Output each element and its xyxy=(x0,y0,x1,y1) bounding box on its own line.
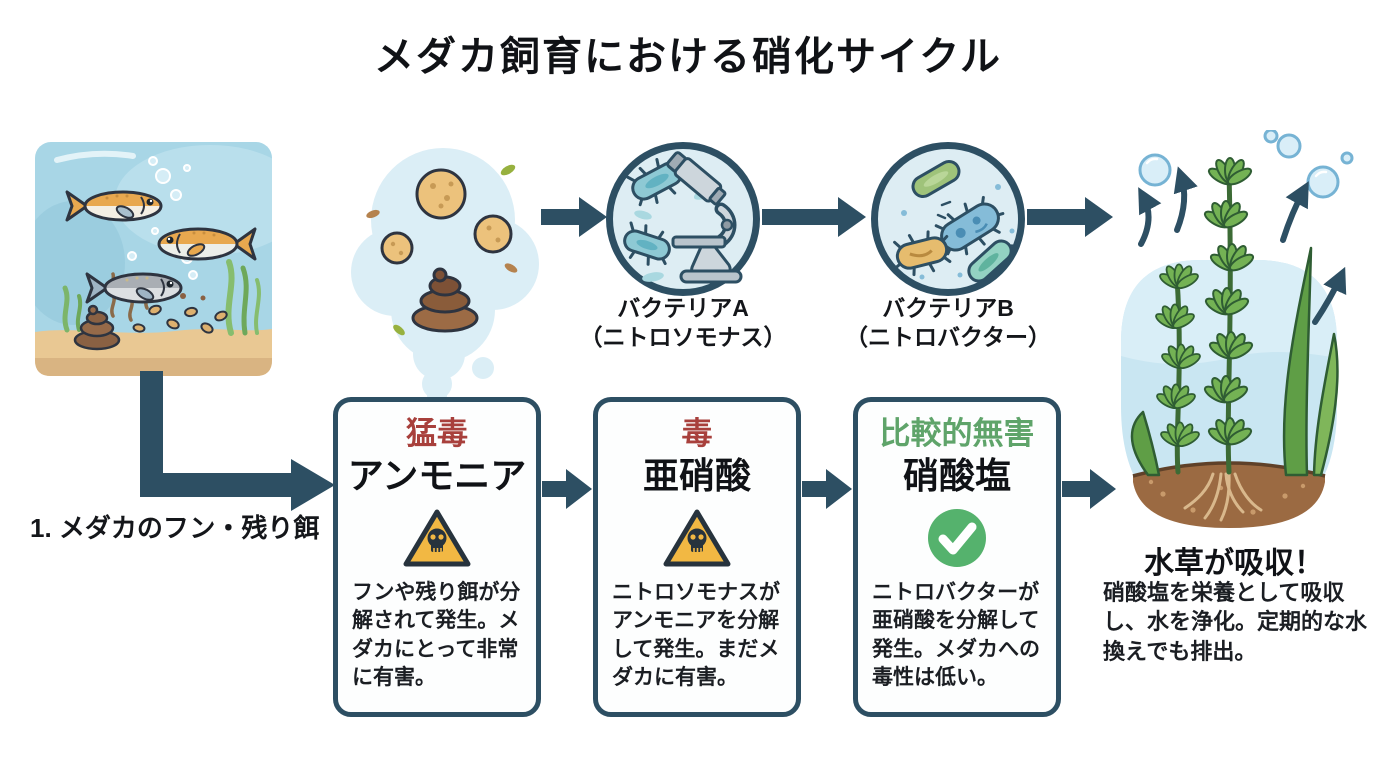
page-title: メダカ飼育における硝化サイクル xyxy=(374,35,1002,79)
bacteria-a-subname: （ニトロソモナス） xyxy=(579,324,787,351)
bacteria-icon xyxy=(893,160,1018,283)
water-plants-icon xyxy=(1121,130,1354,528)
nitrite-toxicity-label: 毒 xyxy=(681,416,713,451)
microscope-icon xyxy=(623,151,743,284)
bacteria-b-circle xyxy=(871,142,1025,296)
nitrite-box: 毒 亜硝酸 ニトロソモナスがアンモニアを分解して発生。まだメダカに有害。 xyxy=(593,397,801,717)
waste-bubble-icon xyxy=(351,148,539,402)
ammonia-box: 猛毒 アンモニア フンや残り餌が分解されて発生。メダカにとって非常に有害。 xyxy=(333,397,541,717)
arrow-bubble-to-bacteria-a xyxy=(541,197,607,237)
nitrate-description: ニトロバクターが亜硝酸を分解して発生。メダカへの毒性は低い。 xyxy=(872,580,1040,690)
nitrate-title: 硝酸塩 xyxy=(902,454,1011,496)
ammonia-title: アンモニア xyxy=(347,454,527,496)
nitrate-toxicity-label: 比較的無害 xyxy=(879,416,1035,451)
nitrate-box: 比較的無害 硝酸塩 ニトロバクターが亜硝酸を分解して発生。メダカへの毒性は低い。 xyxy=(853,397,1061,717)
bacteria-a-label: バクテリアA （ニトロソモナス） xyxy=(558,294,808,353)
plant-heading: 水草が吸収！ xyxy=(1144,547,1324,580)
ammonia-toxicity-label: 猛毒 xyxy=(406,416,468,451)
aquarium-icon xyxy=(35,142,272,376)
check-circle-icon xyxy=(921,507,993,569)
arrow-ammonia-to-nitrite xyxy=(542,469,592,509)
fish-tank-illustration xyxy=(35,138,272,376)
arrow-bacteria-a-to-b xyxy=(762,197,866,237)
bacteria-b-name: バクテリアB xyxy=(882,295,1014,321)
nitrite-title: 亜硝酸 xyxy=(642,454,751,496)
arrow-nitrate-to-plants xyxy=(1062,469,1116,509)
ammonia-description: フンや残り餌が分解されて発生。メダカにとって非常に有害。 xyxy=(352,580,521,690)
bacteria-b-label: バクテリアB （ニトロバクター） xyxy=(823,294,1073,353)
thought-bubble-illustration xyxy=(343,132,545,402)
arrow-bacteria-b-to-plants xyxy=(1027,197,1113,237)
skull-warning-icon xyxy=(401,507,473,569)
medaka-fish-icon xyxy=(85,272,183,304)
bacteria-a-circle xyxy=(606,142,760,296)
step1-label: 1. メダカのフン・残り餌 xyxy=(30,513,320,543)
bacteria-b-subname: （ニトロバクター） xyxy=(844,324,1052,351)
plant-description: 硝酸塩を栄養として吸収し、水を浄化。定期的な水換えでも排出。 xyxy=(1103,580,1368,664)
medaka-fish-icon xyxy=(65,190,163,222)
arrow-nitrite-to-nitrate xyxy=(802,469,852,509)
aquatic-plants-illustration xyxy=(1093,130,1365,532)
bacteria-a-name: バクテリアA xyxy=(617,295,749,321)
nitrite-description: ニトロソモナスがアンモニアを分解して発生。まだメダカに有害。 xyxy=(612,580,780,690)
skull-warning-icon xyxy=(661,507,733,569)
medaka-fish-icon xyxy=(157,227,257,261)
arrow-tank-to-ammonia xyxy=(140,371,335,511)
